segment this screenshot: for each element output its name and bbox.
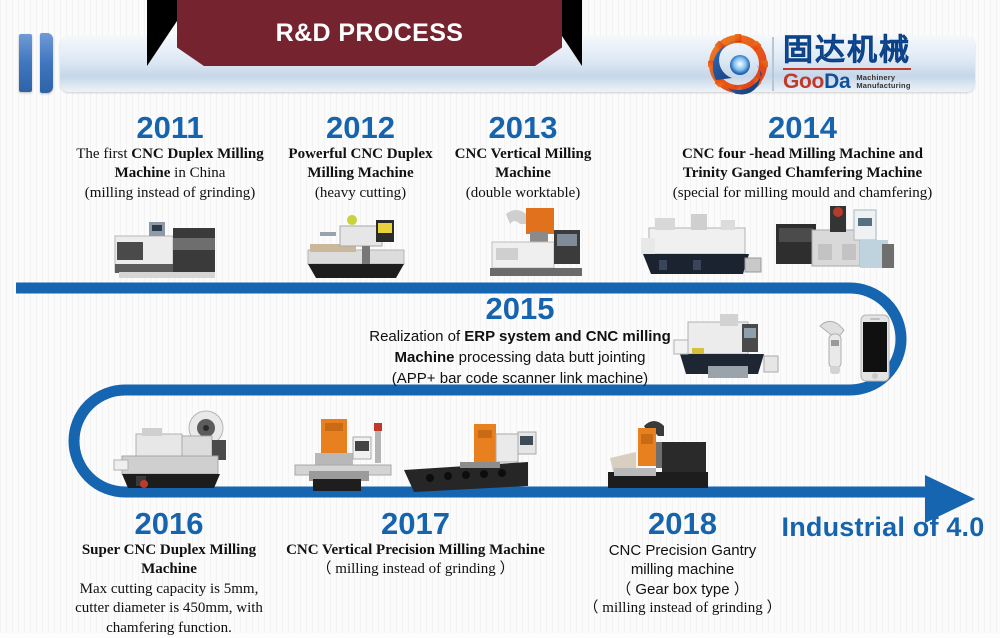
logo-brand-name: GooDa — [783, 70, 851, 94]
milestone-2014-year: 2014 — [768, 110, 837, 145]
logo-chinese-name: 固达机械 — [783, 33, 911, 67]
header-accent-bar-2 — [40, 33, 53, 93]
milestone-2016-description: Super CNC Duplex Milling Machine Max cut… — [75, 541, 263, 636]
milestone-2015-year: 2015 — [485, 291, 555, 326]
milestone-2016: 2016 Super CNC Duplex Milling Machine Ma… — [44, 506, 294, 638]
milestone-2013-year: 2013 — [488, 110, 558, 145]
milestone-2012: 2012 Powerful CNC Duplex Milling Machine… — [268, 110, 453, 203]
milestone-2013-note: (double worktable) — [465, 184, 581, 201]
milestone-2017-description: CNC Vertical Precision Milling Machine （… — [286, 541, 545, 578]
milestone-2014-note: (special for milling mould and chamferin… — [672, 184, 933, 201]
milestone-2014: 2014 CNC four -head Milling Machine and … — [615, 110, 990, 203]
barcode-scanner-icon — [816, 316, 852, 380]
milestone-2013: 2013 CNC Vertical Milling Machine (doubl… — [443, 110, 603, 203]
machine-image-2017-b — [400, 418, 540, 498]
milestone-2016-year: 2016 — [134, 506, 204, 541]
milestone-2012-year: 2012 — [326, 110, 395, 145]
milestone-2017-year: 2017 — [381, 506, 450, 541]
machine-image-2013 — [478, 202, 590, 282]
milestone-2011: 2011 The first CNC Duplex Milling Machin… — [50, 110, 290, 203]
milestone-2016-note: Max cutting capacity is 5mm, cutter diam… — [75, 580, 263, 636]
machine-image-2014-a — [633, 208, 763, 282]
smartphone-icon — [858, 314, 892, 382]
machine-image-2011 — [105, 214, 225, 282]
milestone-2014-description: CNC four -head Milling Machine and Trini… — [672, 145, 933, 201]
milestone-2017: 2017 CNC Vertical Precision Milling Mach… — [278, 506, 553, 580]
header-accent-bar-1 — [19, 34, 32, 92]
machine-image-2017-a — [285, 413, 403, 497]
machine-image-2018 — [600, 412, 732, 498]
machine-image-2012 — [300, 206, 415, 282]
milestone-2018-note: （ milling instead of grinding ） — [583, 600, 782, 617]
milestone-2015: 2015 Realization of ERP system and CNC m… — [330, 291, 710, 389]
machine-image-2016 — [110, 410, 242, 496]
logo-tagline: Machinery Manufacturing — [856, 72, 911, 91]
header: R&D PROCESS — [0, 0, 1000, 105]
logo-wordmark: 固达机械 GooDa Machinery Manufacturing — [783, 33, 911, 94]
milestone-2012-description: Powerful CNC Duplex Milling Machine (hea… — [288, 145, 433, 201]
milestone-2018-year: 2018 — [648, 506, 717, 541]
milestone-2011-description: The first CNC Duplex Milling Machine in … — [76, 145, 264, 201]
milestone-2012-note: (heavy cutting) — [314, 184, 407, 201]
milestone-2015-note: (APP+ bar code scanner link machine) — [391, 370, 649, 388]
company-logo: 固达机械 GooDa Machinery Manufacturing — [707, 30, 969, 98]
page-title: R&D PROCESS — [275, 18, 464, 47]
milestone-2013-description: CNC Vertical Milling Machine (double wor… — [454, 145, 592, 201]
gear-swirl-icon — [707, 33, 769, 95]
machine-image-2015 — [668, 306, 818, 386]
timeline-path-arrow — [0, 265, 1000, 525]
milestone-2018: 2018 CNC Precision Gantry milling machin… — [570, 506, 795, 619]
logo-divider — [772, 37, 774, 91]
industrial-4-0-label: Industrial of 4.0 — [781, 512, 985, 542]
machine-image-2014-b — [768, 200, 898, 282]
milestone-2011-note: (milling instead of grinding) — [84, 184, 256, 201]
milestone-2015-description: Realization of ERP system and CNC millin… — [369, 327, 671, 388]
milestone-2017-note: （ milling instead of grinding ） — [316, 561, 515, 578]
milestone-2018-description: CNC Precision Gantry milling machine （ G… — [608, 541, 757, 598]
milestone-2011-year: 2011 — [136, 110, 204, 145]
title-ribbon: R&D PROCESS — [177, 0, 562, 66]
